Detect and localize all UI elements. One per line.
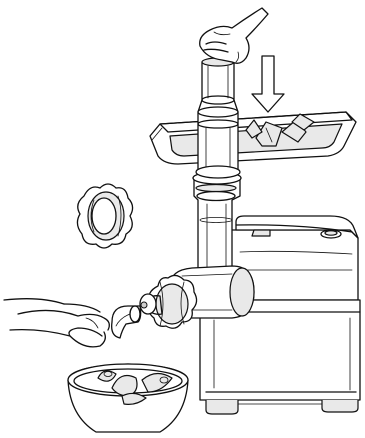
- collection-bowl-icon: [68, 364, 188, 432]
- ring-nut-icon: [140, 275, 197, 328]
- food-tray-icon: [150, 112, 356, 164]
- receiving-hand-icon: [4, 299, 109, 347]
- pushing-hand-icon: [200, 8, 268, 63]
- pusher-stick-icon: [196, 58, 240, 178]
- spare-ring-nut-icon: [77, 184, 132, 248]
- down-arrow-icon: [252, 56, 284, 112]
- sausage-output-icon: [112, 306, 141, 338]
